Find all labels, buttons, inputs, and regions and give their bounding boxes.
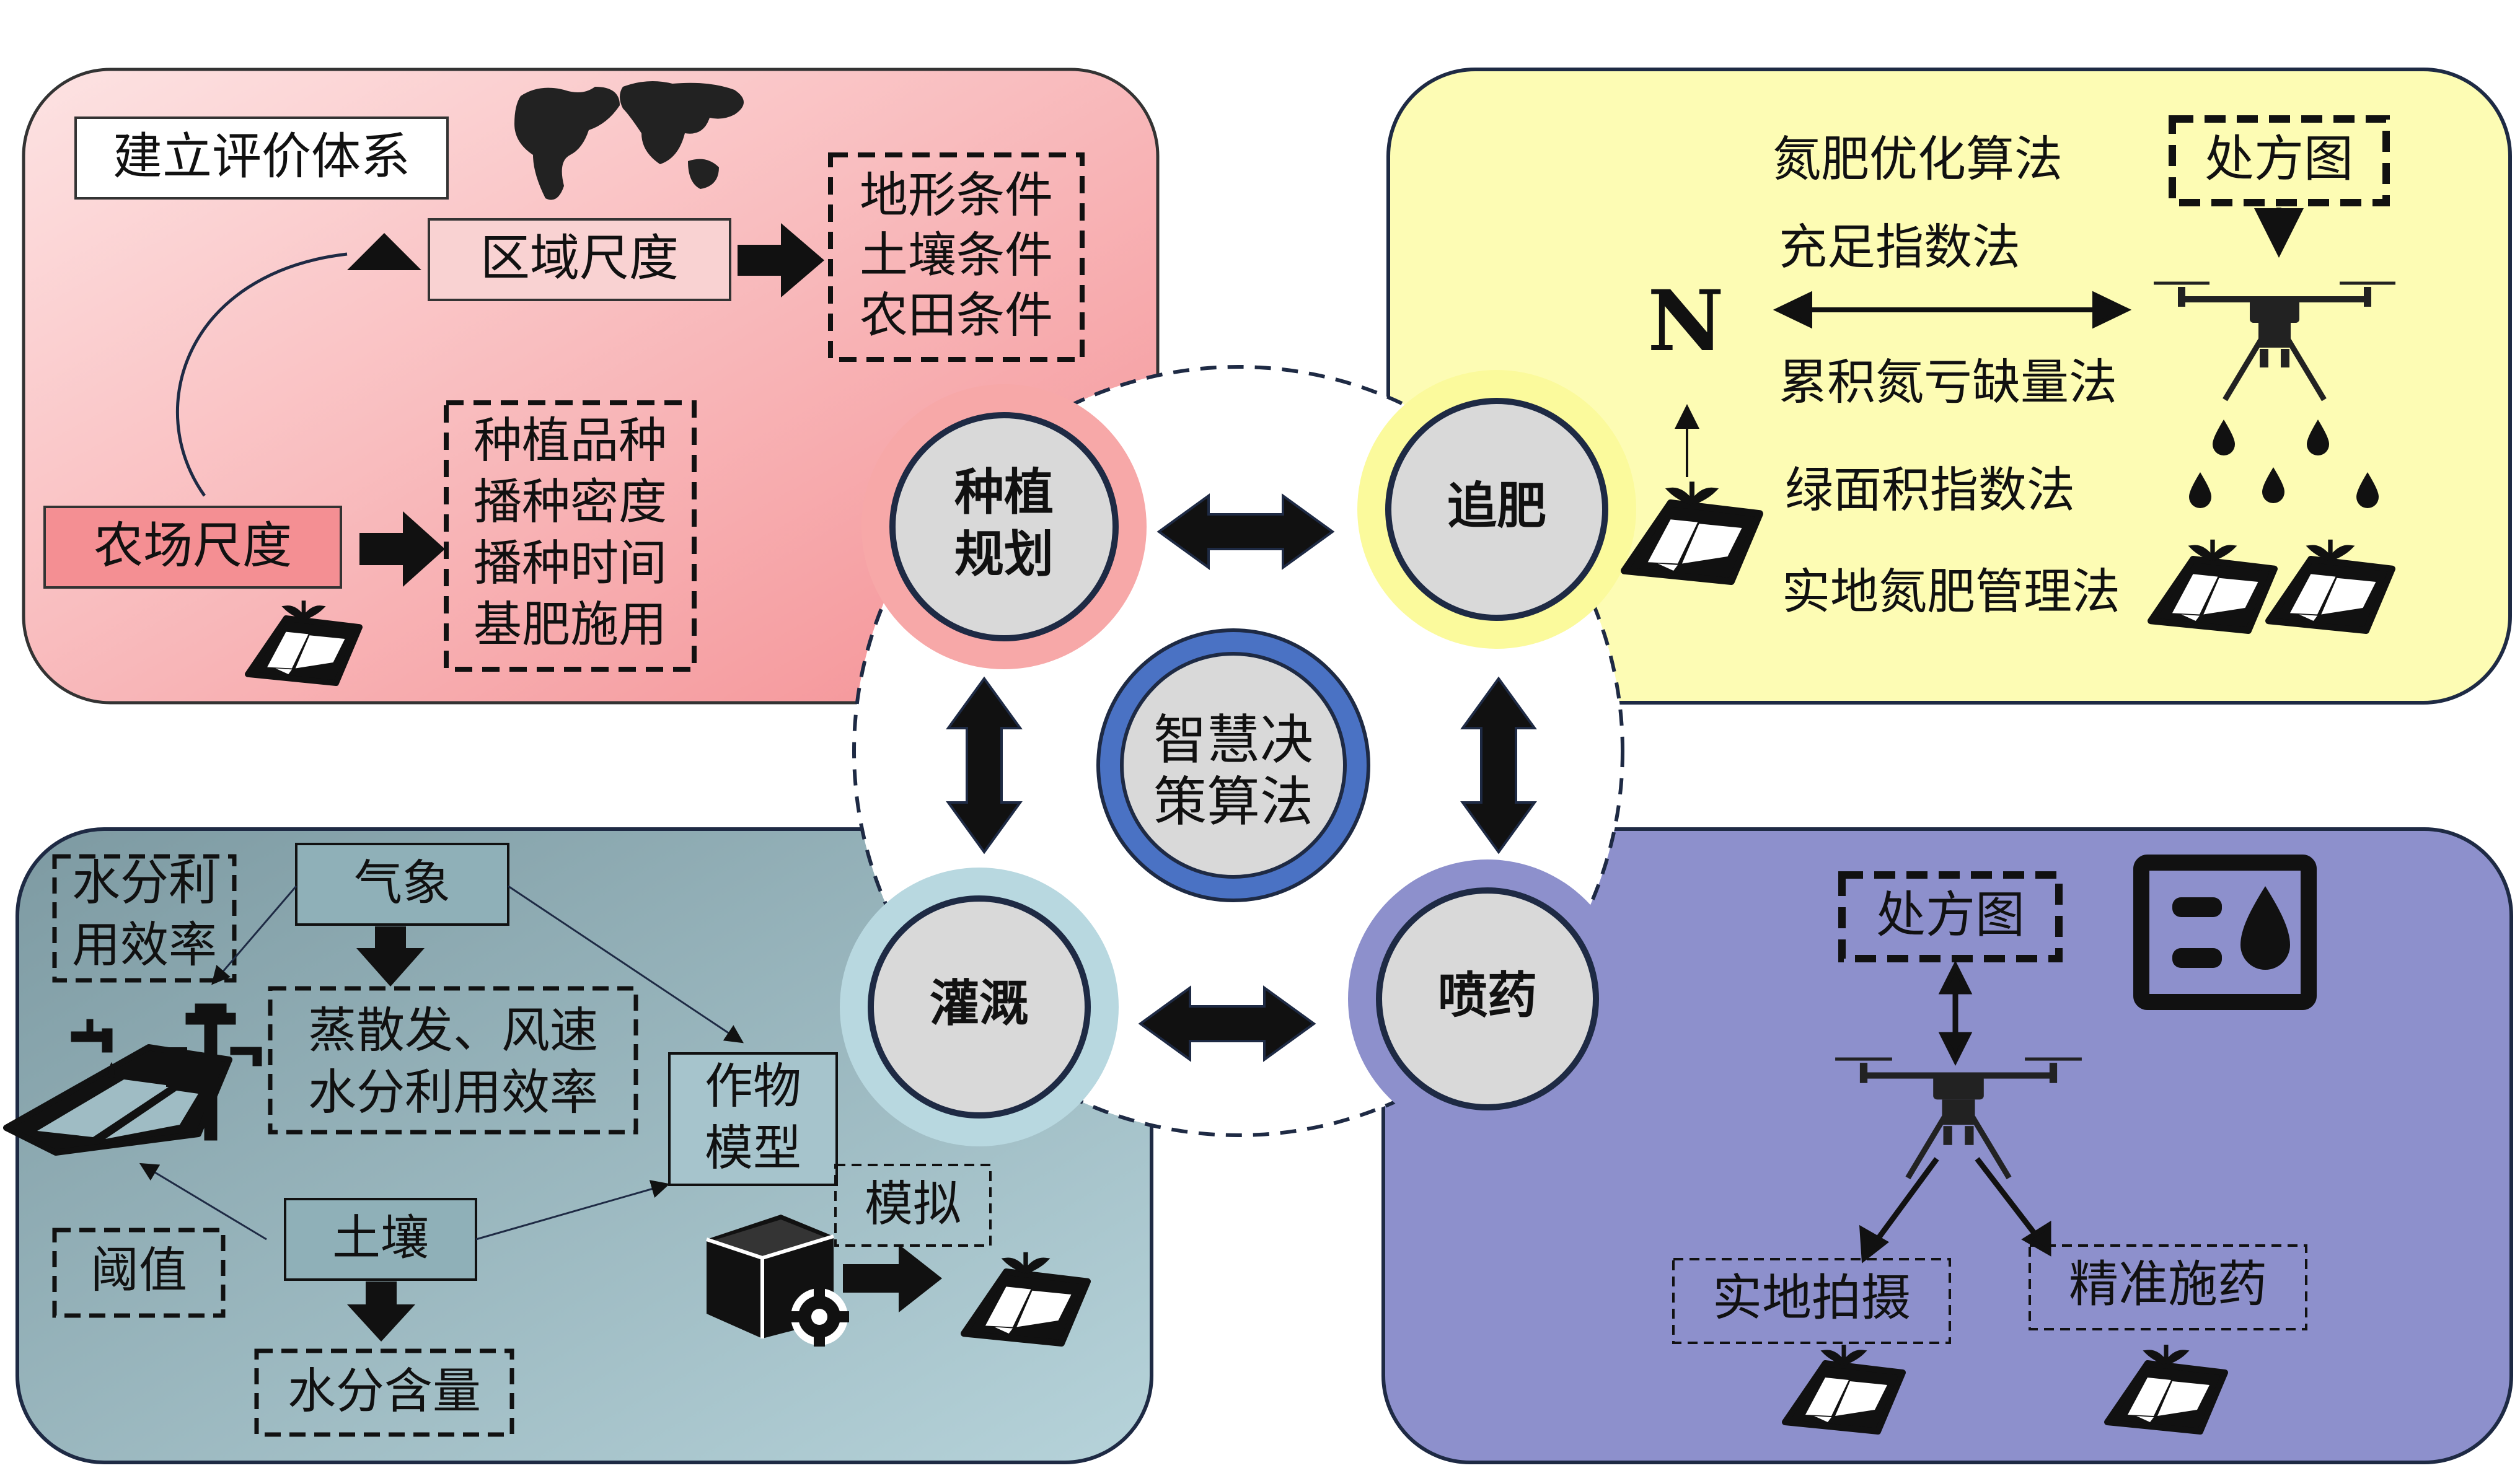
weather-down-arrow [356, 926, 425, 987]
water-sensor-icon [166, 1047, 187, 1087]
center-label-2: 策算法 [1153, 771, 1313, 833]
fert-method-2: 累积氮亏缺量法 [1779, 354, 2117, 410]
farm-item-1: 播种密度 [474, 474, 667, 530]
fert-method-3: 绿面积指数法 [1785, 462, 2075, 518]
farm-arrow [359, 511, 445, 587]
weather-label: 气象 [354, 855, 451, 911]
region-triangle-icon [347, 233, 421, 270]
spray-prescription-arrow [1938, 960, 1973, 1066]
evap-line1: 蒸散发、风速 [308, 1003, 598, 1058]
node-irrigate[interactable]: 灌溉 [840, 868, 1119, 1146]
region-condition-2: 农田条件 [860, 288, 1053, 343]
fert-prescription-label: 处方图 [2205, 130, 2353, 188]
precise-spray-box [2029, 1244, 2307, 1330]
region-scale-box [428, 218, 731, 301]
region-arrow [738, 223, 824, 297]
arrow-planting-fertilize [1156, 493, 1335, 570]
world-map-icon [514, 81, 744, 200]
node-irrigate-label: 灌溉 [930, 975, 1029, 1032]
fert-method-0: 氮肥优化算法 [1773, 131, 2063, 187]
eval-system-box [74, 116, 449, 200]
evap-line2: 水分利用效率 [308, 1065, 598, 1120]
crop-model-line1: 作物 [705, 1058, 801, 1114]
farm-items-box [444, 400, 697, 672]
crop-model-box [668, 1052, 838, 1186]
node-fertilize-label: 追肥 [1447, 477, 1546, 535]
simulate-label: 模拟 [865, 1176, 961, 1232]
weather-to-wue-line [211, 886, 297, 985]
farm-to-region-curve [176, 252, 348, 497]
water-level-icon [2133, 855, 2317, 1010]
fert-method-1: 充足指数法 [1779, 219, 2020, 275]
spray-prescription-label: 处方图 [1876, 886, 2025, 944]
precise-spray-label: 精准施药 [2069, 1255, 2267, 1313]
arrow-planting-irrigate [946, 676, 1023, 855]
threshold-box [52, 1228, 226, 1318]
nitrogen-symbol: N [1647, 271, 1724, 370]
threshold-label: 阈值 [90, 1242, 187, 1298]
center-node: 智慧决 策算法 [1096, 628, 1370, 902]
water-content-label: 水分含量 [288, 1363, 481, 1419]
eval-system-label: 建立评价体系 [113, 128, 410, 185]
water-use-eff-box [52, 854, 237, 983]
region-scale-label: 区域尺度 [480, 229, 679, 287]
arrow-irrigate-spray [1138, 985, 1316, 1062]
farm-scale-label: 农场尺度 [94, 517, 292, 574]
region-conditions-box [828, 152, 1085, 362]
node-planting-label-2: 规划 [954, 525, 1054, 583]
node-spray[interactable]: 喷药 [1348, 859, 1627, 1138]
soil-to-field-line [139, 1163, 267, 1241]
weather-to-model-line [508, 885, 744, 1044]
soil-label: 土壤 [332, 1210, 429, 1266]
node-spray-label: 喷药 [1438, 967, 1537, 1024]
field-photo-label: 实地拍摄 [1712, 1269, 1911, 1327]
spray-panel [1381, 827, 2513, 1464]
weather-box [295, 843, 509, 926]
gear-icon [790, 1287, 849, 1347]
soil-down-arrow [347, 1281, 415, 1342]
water-use-eff-1: 水分利 [72, 855, 217, 911]
fert-prescription-box [2169, 115, 2390, 206]
farm-scale-box [43, 506, 342, 589]
farm-item-0: 种植品种 [474, 413, 667, 468]
water-content-box [254, 1348, 514, 1437]
center-label-1: 智慧决 [1153, 709, 1313, 771]
field-photo-box [1672, 1258, 1951, 1344]
farm-item-2: 播种时间 [474, 535, 667, 591]
evap-box [268, 986, 638, 1135]
region-condition-0: 地形条件 [860, 167, 1053, 223]
spray-drone-arrows [1859, 1157, 2051, 1264]
node-planting[interactable]: 种植 规划 [861, 384, 1147, 669]
farm-item-3: 基肥施用 [474, 597, 667, 653]
water-use-eff-2: 用效率 [72, 917, 217, 973]
spray-prescription-box [1838, 871, 2063, 962]
simulate-arrow [843, 1244, 942, 1312]
node-planting-label-1: 种植 [954, 464, 1054, 521]
crop-model-line2: 模型 [705, 1120, 801, 1176]
simulate-box [834, 1164, 992, 1247]
region-condition-1: 土壤条件 [860, 227, 1053, 283]
fert-method-4: 实地氮肥管理法 [1782, 564, 2120, 620]
node-fertilize[interactable]: 追肥 [1357, 370, 1636, 649]
soil-to-model-line [475, 1180, 670, 1241]
arrow-fertilize-spray [1460, 676, 1537, 855]
fert-double-arrow [1773, 291, 2132, 329]
